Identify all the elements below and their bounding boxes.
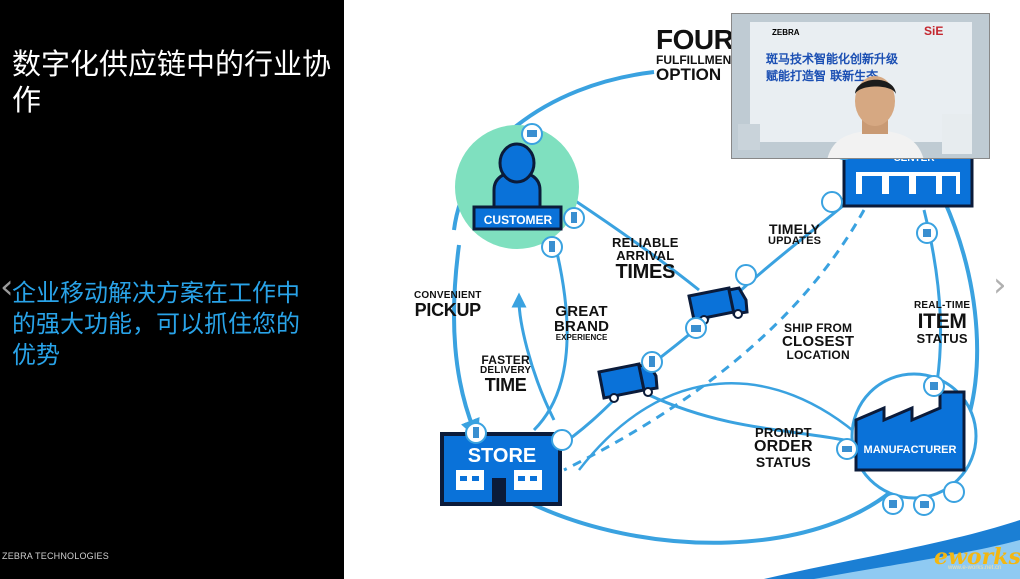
delivery-truck-icon (597, 362, 659, 403)
loop-left (452, 244, 480, 440)
video-banner-brand: ZEBRA (772, 28, 800, 37)
label-great-brand: GREAT BRAND EXPERIENCE (554, 303, 610, 342)
factory-icon (854, 390, 966, 472)
scanner-icon (821, 191, 843, 213)
header-line3: OPTION (656, 65, 722, 84)
path-truck-manufacturer (648, 393, 845, 442)
store-label: STORE (467, 445, 537, 467)
label-convenient-pickup: CONVENIENT PICKUP (414, 290, 482, 320)
eworks-tagline: www.e-works.net.cn (948, 565, 1002, 571)
scanner-icon (551, 429, 573, 451)
arc-manufacturer-store (578, 382, 865, 471)
distribution-center-icon (842, 150, 974, 208)
customer-label: CUSTOMER (483, 213, 553, 227)
label-realtime-item: REAL-TIME ITEM STATUS (914, 300, 971, 346)
video-banner-line2: 赋能打造智 联新生态 (766, 69, 879, 83)
label-faster-delivery: FASTER DELIVERY TIME (480, 353, 532, 395)
next-slide-button[interactable]: › (993, 265, 1007, 305)
slide-title: 数字化供应链中的行业协作 (12, 47, 332, 117)
store-icon (440, 432, 562, 506)
fulfillment-header: FOUR FULFILLMEN OPTION (656, 24, 734, 84)
brand-footer: ZEBRA TECHNOLOGIES (2, 551, 109, 561)
video-banner-partner: SiE (924, 24, 944, 38)
presenter-figure (738, 76, 972, 158)
label-reliable-arrival: RELIABLE ARRIVAL TIMES (612, 235, 679, 283)
header-line1: FOUR (656, 24, 734, 55)
decorative-wave-light (814, 540, 1020, 579)
scanner-icon (943, 481, 965, 503)
label-ship-from: SHIP FROM CLOSEST LOCATION (782, 321, 855, 362)
arc-customer-store (532, 239, 569, 432)
label-prompt-order: PROMPT ORDER STATUS (754, 425, 813, 470)
scanner-icon (735, 264, 757, 286)
presenter-video: ZEBRA SiE 斑马技术智能化创新升级 赋能打造智 联新生态 (731, 13, 990, 159)
path-customer-truck (573, 198, 700, 292)
slide-subtitle: 企业移动解决方案在工作中的强大功能，可以抓住您的优势 (12, 279, 300, 369)
video-backdrop-banner (750, 22, 972, 142)
outer-loop-bottom (523, 478, 906, 545)
delivery-truck-icon (687, 286, 749, 325)
slide-sidebar: 数字化供应链中的行业协作 企业移动解决方案在工作中的强大功能，可以抓住您的优势 … (0, 0, 344, 579)
header-line2: FULFILLMEN (656, 53, 732, 67)
arc-faster (511, 292, 556, 421)
manufacturer-label: MANUFACTURER (863, 444, 957, 456)
video-banner-line1: 斑马技术智能化创新升级 (766, 52, 899, 66)
label-timely-updates: TIMELY UPDATES (768, 221, 822, 247)
previous-slide-button[interactable]: ‹ (0, 267, 14, 307)
eworks-watermark: eworks (934, 544, 1020, 570)
customer-icon (472, 142, 563, 231)
